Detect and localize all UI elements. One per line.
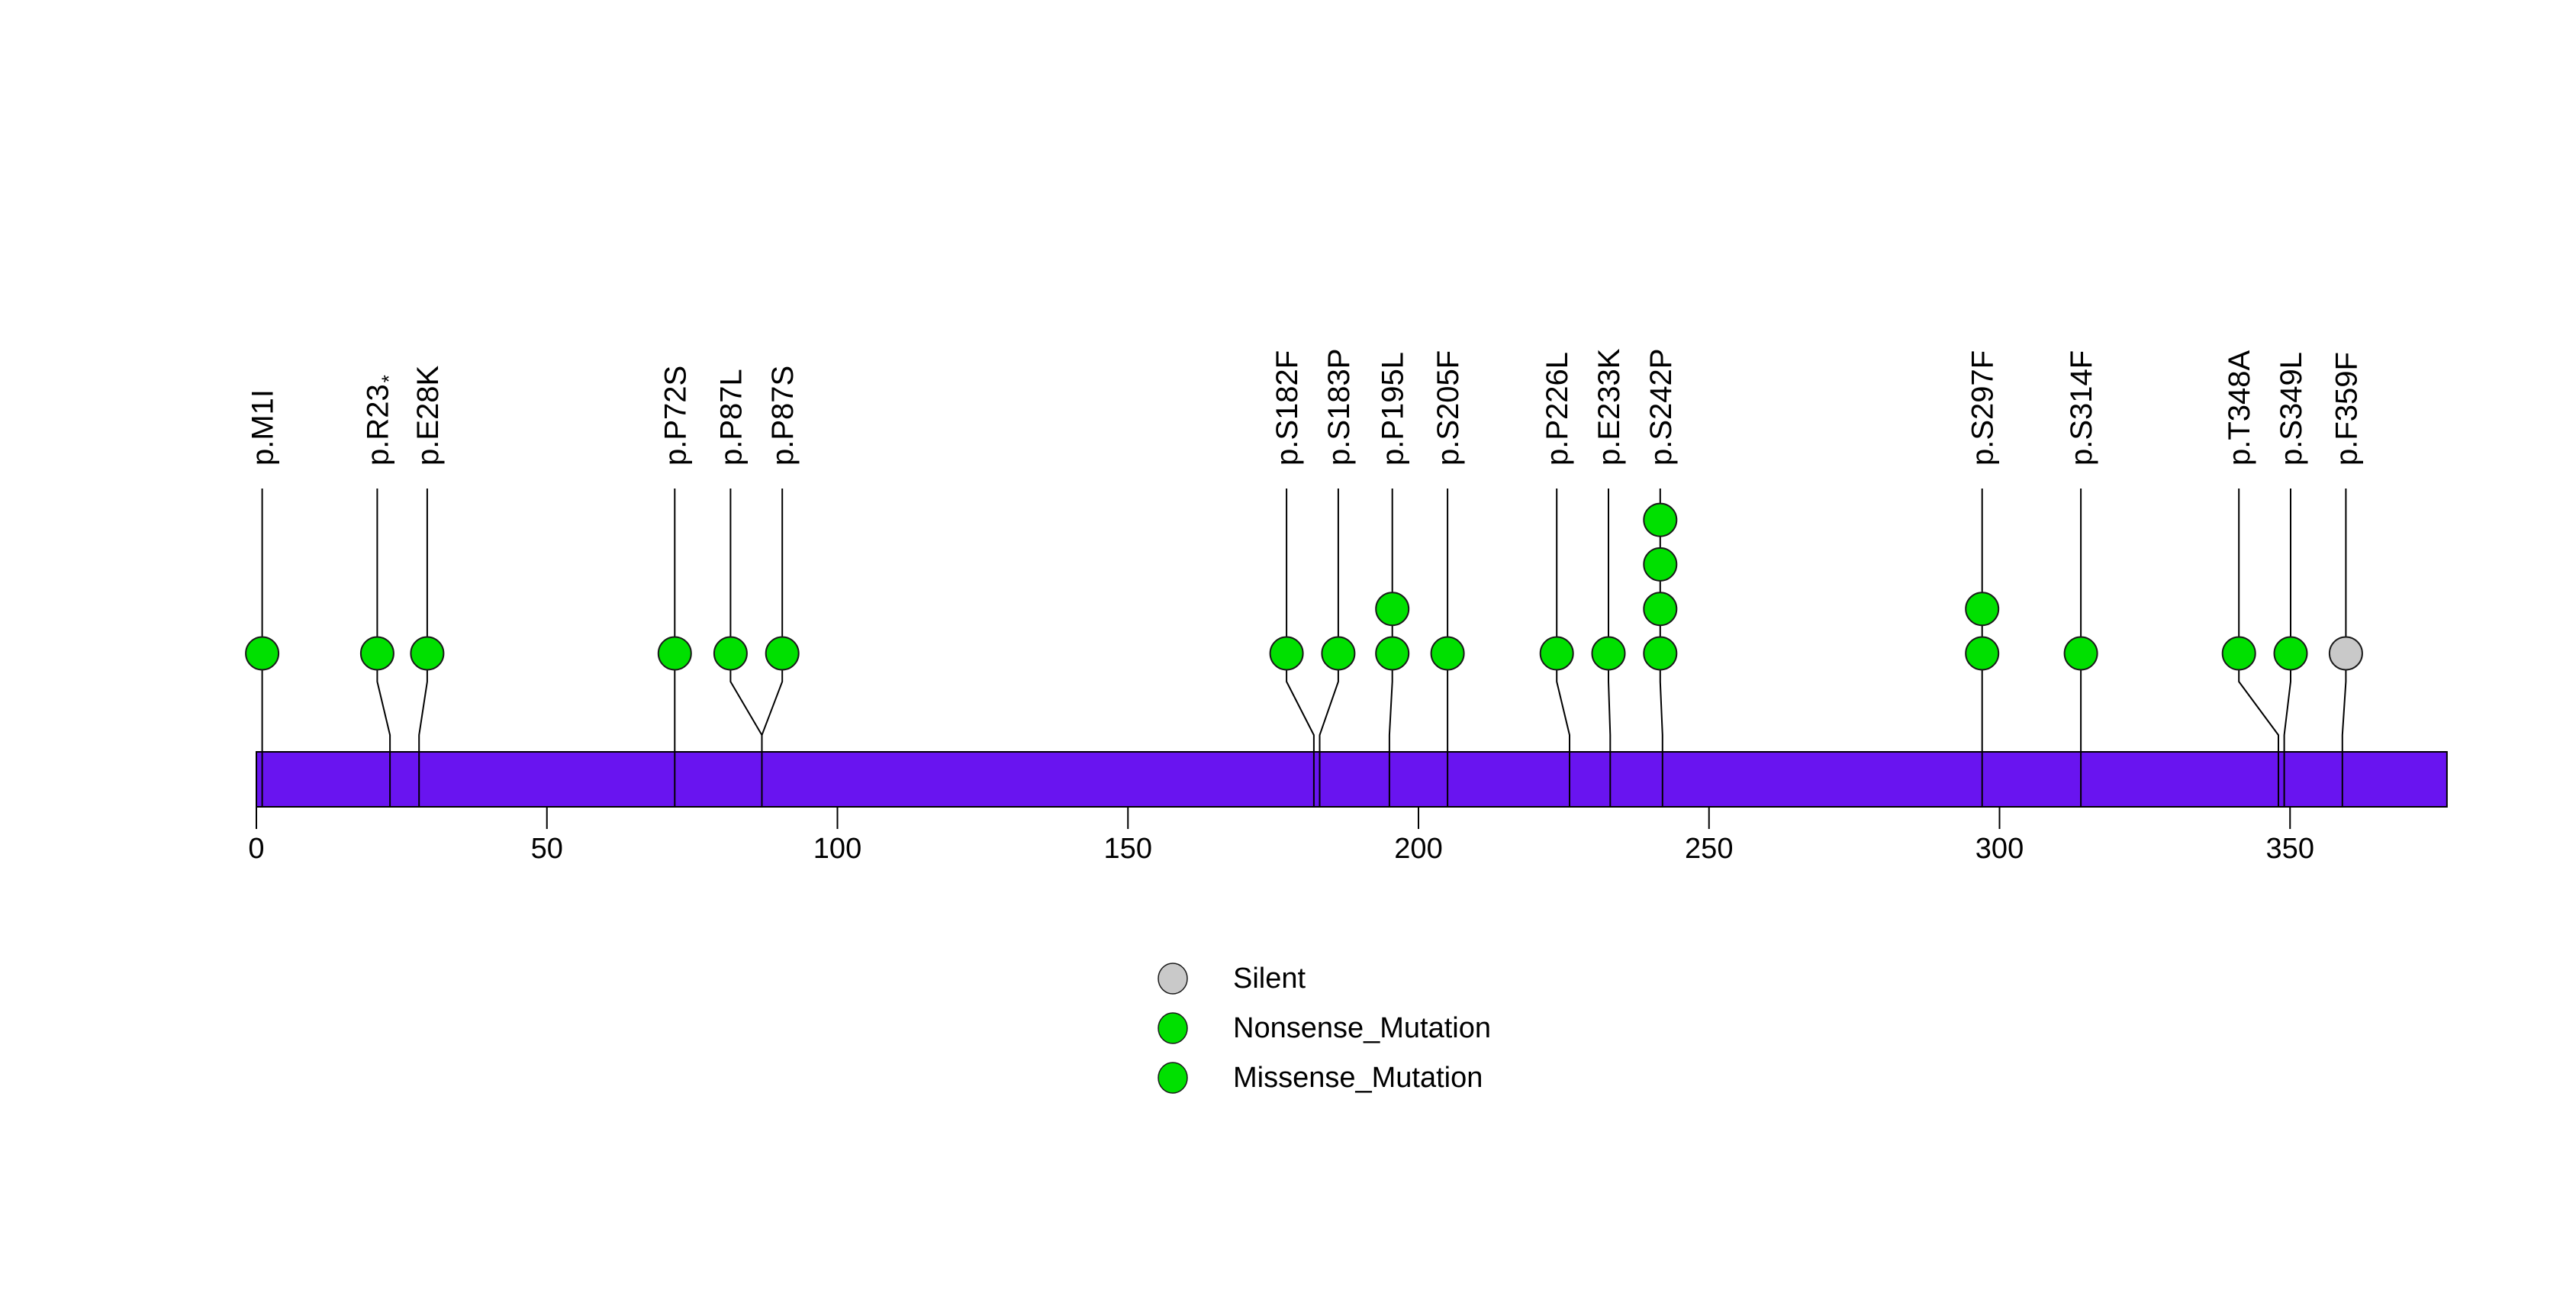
mutation-label: p.P195L bbox=[1377, 352, 1410, 466]
mutation-circle bbox=[1321, 636, 1356, 671]
mutation-connector bbox=[1556, 489, 1570, 807]
mutation-circle bbox=[1375, 592, 1410, 627]
nonsense-star: * bbox=[377, 375, 400, 382]
mutation-circle bbox=[2273, 636, 2308, 671]
mutation-circle bbox=[1965, 592, 2000, 627]
mutation-label: p.S183P bbox=[1322, 349, 1356, 466]
axis-tick-label: 100 bbox=[813, 833, 861, 865]
mutation-circle bbox=[1643, 636, 1678, 671]
axis-tick-label: 50 bbox=[531, 833, 563, 865]
legend-item: Nonsense_Mutation bbox=[1158, 1012, 1491, 1044]
connector-lines-group bbox=[261, 489, 2347, 807]
mutation-circle bbox=[1375, 636, 1410, 671]
legend-marker bbox=[1158, 963, 1188, 995]
mutation-labels-group: p.M1I p.R23* p.E28K p.P72S p.P87L p.P87S p.S18… bbox=[246, 348, 2364, 466]
legend-label: Silent bbox=[1233, 963, 1306, 995]
axis-tick-label: 300 bbox=[1975, 833, 2024, 865]
protein-bar-group bbox=[256, 751, 2448, 808]
mutation-circle bbox=[1643, 592, 1678, 627]
axis-tick-label: 200 bbox=[1394, 833, 1442, 865]
mutation-circle bbox=[713, 636, 748, 671]
mutation-circle bbox=[2063, 636, 2098, 671]
mutation-circle bbox=[1430, 636, 1465, 671]
mutation-label: p.S205F bbox=[1431, 350, 1465, 466]
mutation-circle bbox=[1965, 636, 2000, 671]
mutation-connector bbox=[2341, 489, 2347, 807]
axis-tick-label: 350 bbox=[2266, 833, 2314, 865]
mutation-circle bbox=[1539, 636, 1574, 671]
mutation-connector bbox=[1608, 489, 1612, 807]
mutation-label: p.E233K bbox=[1592, 348, 1626, 466]
mutation-label: p.S297F bbox=[1966, 350, 2000, 466]
mutation-connector bbox=[1286, 489, 1315, 807]
mutation-connector bbox=[376, 489, 391, 807]
mutation-label: p.P87L bbox=[714, 369, 748, 466]
mutation-circle bbox=[1591, 636, 1626, 671]
mutation-label: p.E28K bbox=[411, 365, 445, 466]
protein-bar bbox=[256, 751, 2448, 808]
x-axis-group: 0 50 100 150 200 250 300 350 bbox=[248, 807, 2314, 865]
mutation-label: p.F359F bbox=[2330, 352, 2363, 466]
mutation-circle bbox=[2328, 636, 2363, 671]
mutation-circle bbox=[765, 636, 800, 671]
mutation-connector bbox=[1659, 489, 1663, 807]
legend-label: Nonsense_Mutation bbox=[1233, 1012, 1491, 1044]
legend-label: Missense_Mutation bbox=[1233, 1062, 1483, 1094]
mutation-label: p.R23* bbox=[361, 375, 400, 466]
mutation-circle bbox=[1643, 547, 1678, 582]
mutation-circle bbox=[2221, 636, 2256, 671]
mutation-label: p.T348A bbox=[2223, 350, 2256, 466]
axis-tick-label: 150 bbox=[1104, 833, 1152, 865]
mutation-label: p.S349L bbox=[2275, 352, 2308, 466]
mutation-label: p.P87S bbox=[766, 366, 800, 466]
mutation-circle bbox=[359, 636, 394, 671]
mutation-circle bbox=[657, 636, 692, 671]
mutation-label: p.S242P bbox=[1644, 349, 1678, 466]
axis-tick-label: 0 bbox=[248, 833, 264, 865]
mutation-connector bbox=[2283, 489, 2291, 807]
legend-marker bbox=[1158, 1062, 1188, 1094]
mutation-connector bbox=[761, 489, 784, 807]
legend-item: Silent bbox=[1158, 963, 1306, 995]
mutation-connector bbox=[1319, 489, 1339, 807]
legend-item: Missense_Mutation bbox=[1158, 1062, 1483, 1094]
mutation-label: p.M1I bbox=[246, 389, 280, 466]
mutation-circle bbox=[1643, 502, 1678, 537]
mutation-connector bbox=[418, 489, 428, 807]
mutation-connector bbox=[1388, 489, 1393, 807]
axis-tick-label: 250 bbox=[1685, 833, 1733, 865]
mutation-circle bbox=[410, 636, 445, 671]
mutation-circle bbox=[245, 636, 280, 671]
mutation-circles-group bbox=[245, 502, 2363, 671]
mutation-label: p.P226L bbox=[1541, 352, 1574, 466]
mutation-connector bbox=[2238, 489, 2279, 807]
legend-marker bbox=[1158, 1012, 1188, 1044]
mutation-label: p.S182F bbox=[1270, 350, 1304, 466]
mutation-label: p.P72S bbox=[658, 366, 692, 466]
mutation-circle bbox=[1269, 636, 1304, 671]
mutation-label: p.S314F bbox=[2065, 350, 2098, 466]
